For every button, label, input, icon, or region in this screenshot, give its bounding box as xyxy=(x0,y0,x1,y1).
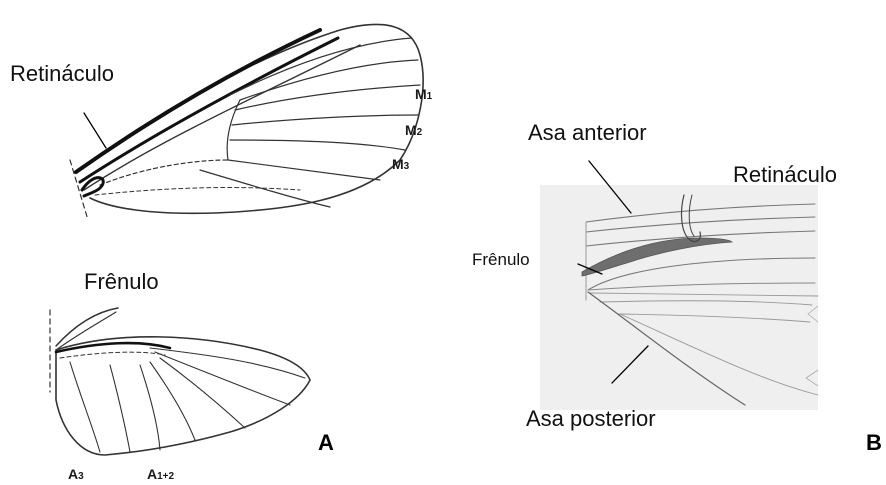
frenulo-label-a: Frênulo xyxy=(84,269,159,295)
vein-label-a12: A1+2 xyxy=(147,466,174,482)
asa-anterior-label: Asa anterior xyxy=(528,120,647,146)
asa-posterior-label: Asa posterior xyxy=(526,406,656,432)
forewing-drawing xyxy=(70,24,423,220)
panel-letter-b: B xyxy=(866,430,882,456)
vein-label-m3: M3 xyxy=(392,156,409,172)
retinaculo-label-b: Retináculo xyxy=(733,162,837,188)
retinaculo-label-a: Retináculo xyxy=(10,61,114,87)
panel-letter-a: A xyxy=(318,430,334,456)
vein-label-m2: M2 xyxy=(405,122,422,138)
vein-label-a3: A3 xyxy=(68,466,84,482)
coupling-inset xyxy=(540,161,818,410)
vein-label-m1: M1 xyxy=(415,86,432,102)
hindwing-drawing xyxy=(50,308,310,455)
frenulo-label-b: Frênulo xyxy=(472,250,530,270)
